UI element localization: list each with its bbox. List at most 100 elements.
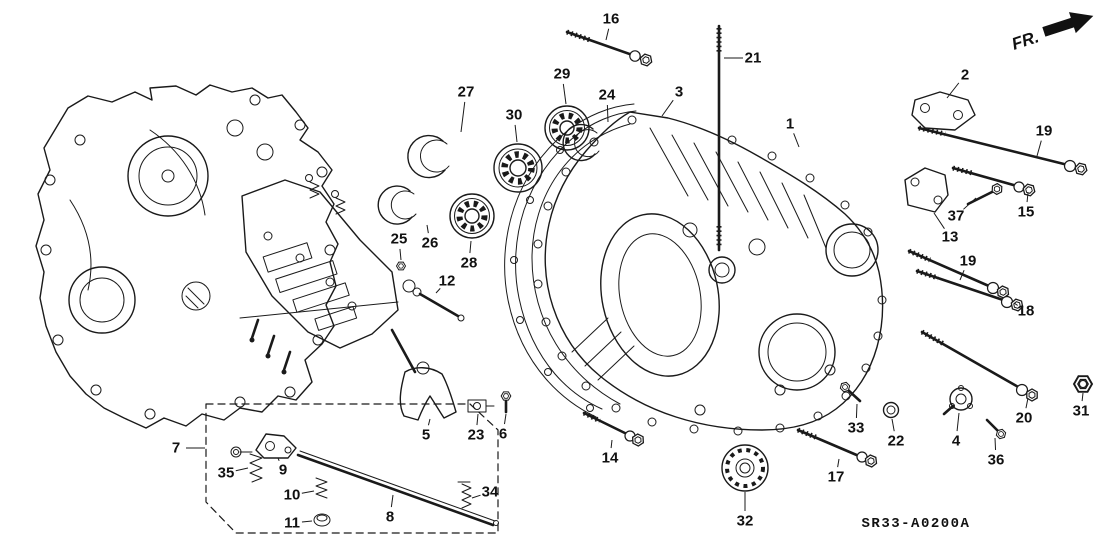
callout-13[interactable]: 13 <box>942 229 959 246</box>
callout-7[interactable]: 7 <box>172 440 180 457</box>
shift-fork-drawing <box>390 328 457 421</box>
callout-1[interactable]: 1 <box>786 116 794 133</box>
callout-16[interactable]: 16 <box>603 11 620 28</box>
leader-line-15 <box>1026 192 1029 203</box>
leader-line-24 <box>606 104 609 123</box>
callout-30[interactable]: 30 <box>506 107 523 124</box>
leader-line-11 <box>301 520 313 523</box>
detent-assembly-drawing <box>396 261 465 322</box>
callout-4[interactable]: 4 <box>952 433 961 450</box>
leader-line-23 <box>476 413 479 426</box>
callout-29[interactable]: 29 <box>554 66 571 83</box>
callout-12[interactable]: 12 <box>439 273 456 290</box>
bolt-19-upper-drawing <box>917 125 1089 177</box>
callout-25[interactable]: 25 <box>391 231 408 248</box>
subassembly-boundary <box>205 403 499 534</box>
screw-34-drawing <box>461 483 472 509</box>
snap-ring-24-drawing <box>562 123 600 162</box>
nut-31-drawing <box>1073 375 1093 393</box>
leader-line-27 <box>460 101 466 133</box>
callout-27[interactable]: 27 <box>458 84 475 101</box>
interlock-drawing <box>467 399 495 413</box>
bolt-20-drawing <box>920 329 1041 404</box>
callout-22[interactable]: 22 <box>888 433 905 450</box>
leader-line-5 <box>427 418 431 426</box>
bolt-15-drawing <box>951 165 1037 198</box>
select-lever-drawing <box>230 433 499 527</box>
leader-line-19 <box>1036 140 1042 157</box>
joint-4-drawing <box>942 385 973 416</box>
callout-26[interactable]: 26 <box>422 235 439 252</box>
callout-11[interactable]: 11 <box>284 515 300 532</box>
snap-ring-26-drawing <box>377 185 417 225</box>
callout-5[interactable]: 5 <box>422 427 430 444</box>
leader-line-3 <box>661 99 674 117</box>
callout-3[interactable]: 3 <box>675 84 683 101</box>
leader-line-36 <box>994 437 997 451</box>
diagram-code: SR33-A0200A <box>862 516 971 532</box>
callout-36[interactable]: 36 <box>988 452 1005 469</box>
spring-10-drawing <box>315 477 328 499</box>
bolt-19-lower-drawing <box>907 248 1012 300</box>
leader-line-16 <box>605 28 610 41</box>
fr-label: FR. <box>1009 27 1041 54</box>
callout-15[interactable]: 15 <box>1018 204 1035 221</box>
leader-line-9 <box>277 457 280 461</box>
bracket-13-drawing <box>904 167 949 213</box>
callout-18[interactable]: 18 <box>1018 303 1035 320</box>
plug-22-drawing <box>882 401 900 419</box>
callout-2[interactable]: 2 <box>961 67 969 84</box>
callout-20[interactable]: 20 <box>1016 410 1033 427</box>
callout-14[interactable]: 14 <box>602 450 619 467</box>
valve-body-drawing <box>239 174 399 375</box>
callout-6[interactable]: 6 <box>499 426 507 443</box>
leader-line-6 <box>503 413 507 425</box>
callout-35[interactable]: 35 <box>218 465 235 482</box>
callout-9[interactable]: 9 <box>279 462 287 479</box>
leader-line-12 <box>435 288 441 294</box>
bolt-14-drawing <box>582 410 647 449</box>
callout-33[interactable]: 33 <box>848 420 865 437</box>
callout-8[interactable]: 8 <box>386 509 394 526</box>
callout-31[interactable]: 31 <box>1073 403 1090 420</box>
callout-19[interactable]: 19 <box>1036 123 1053 140</box>
callout-37[interactable]: 37 <box>948 208 965 225</box>
bearing-30-drawing <box>493 143 543 193</box>
leader-line-25 <box>399 248 402 261</box>
leader-line-19 <box>959 270 965 281</box>
leader-line-2 <box>946 82 960 99</box>
spring-35-drawing <box>249 453 263 483</box>
callout-34[interactable]: 34 <box>482 484 499 501</box>
bolt-36-drawing <box>985 418 1008 441</box>
callout-23[interactable]: 23 <box>468 427 485 444</box>
leader-line-34 <box>471 494 481 499</box>
callout-32[interactable]: 32 <box>737 513 754 530</box>
leader-line-17 <box>837 458 840 468</box>
gasket-drawing <box>504 103 637 418</box>
callout-10[interactable]: 10 <box>284 487 301 504</box>
leader-line-13 <box>933 212 945 229</box>
callout-21[interactable]: 21 <box>745 50 762 67</box>
callout-24[interactable]: 24 <box>599 87 616 104</box>
leader-line-10 <box>301 490 315 494</box>
fr-direction-indicator: FR. <box>1009 12 1094 54</box>
callout-28[interactable]: 28 <box>461 255 478 272</box>
leader-line-4 <box>956 412 960 432</box>
callout-17[interactable]: 17 <box>828 469 845 486</box>
transmission-housing-drawing <box>531 111 887 436</box>
bolt-17-drawing <box>796 427 880 469</box>
bearing-28-drawing <box>449 193 495 239</box>
leader-line-29 <box>562 83 567 105</box>
rod-8-drawing <box>296 453 495 527</box>
leader-line-35 <box>235 467 249 472</box>
callout-19[interactable]: 19 <box>960 253 977 270</box>
cap-11-drawing <box>313 513 331 527</box>
leader-line-28 <box>469 240 472 254</box>
leader-line-26 <box>426 224 429 234</box>
bolt-6-drawing <box>500 391 512 414</box>
bolt-33-drawing <box>838 380 862 403</box>
oil-seal-32-drawing <box>721 444 769 492</box>
